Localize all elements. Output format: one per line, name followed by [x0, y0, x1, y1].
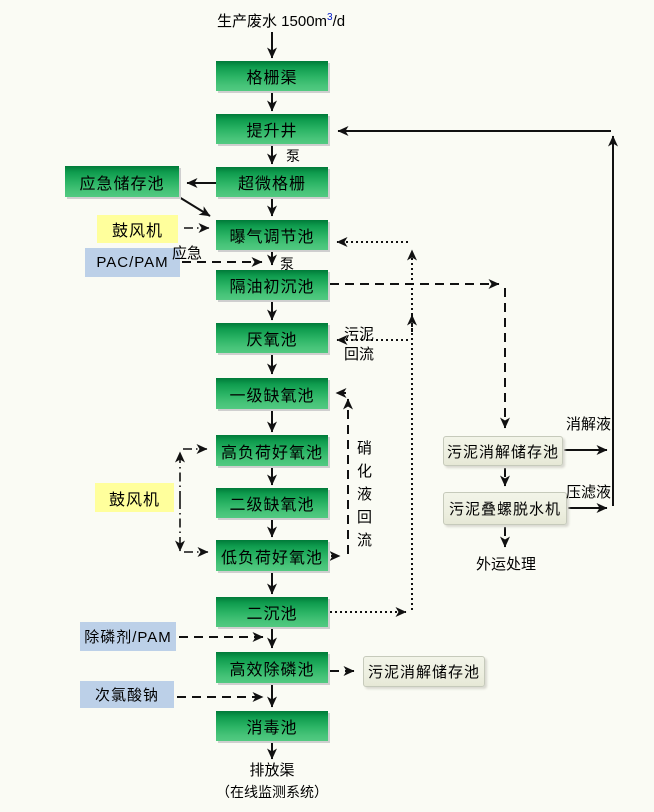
box-blower-bottom: 鼓风机	[95, 483, 174, 512]
box-blower-top: 鼓风机	[97, 215, 178, 243]
box-phosphorus-removal-tank: 高效除磷池	[216, 652, 328, 683]
cubic-superscript: 3	[327, 12, 333, 23]
box-sludge-screw-dewaterer: 污泥叠螺脱水机	[443, 492, 567, 525]
box-sodium-hypochlorite: 次氯酸钠	[80, 681, 174, 708]
box-high-load-aerobic-tank: 高负荷好氧池	[216, 435, 328, 466]
box-ultrafine-screen: 超微格栅	[216, 167, 328, 197]
box-oil-separation-primary-tank: 隔油初沉池	[216, 270, 328, 300]
pump-label-2: 泵	[280, 256, 294, 272]
box-aeration-regulating-tank: 曝气调节池	[216, 220, 328, 250]
emergency-label: 应急	[172, 245, 203, 262]
inflow-label: 生产废水 1500m3/d	[217, 12, 346, 30]
digestate-label: 消解液	[566, 416, 612, 433]
box-phos-agent: 除磷剂/PAM	[80, 622, 176, 651]
sludge-return-label: 污泥回流	[344, 326, 375, 363]
box-sludge-digestion-storage-2: 污泥消解储存池	[363, 656, 485, 687]
box-anaerobic-tank: 厌氧池	[216, 323, 328, 353]
outfall-channel-label: 排放渠	[249, 762, 295, 779]
online-monitoring-label: （在线监测系统）	[216, 784, 328, 800]
box-grid-channel: 格栅渠	[216, 61, 328, 91]
box-first-anoxic-tank: 一级缺氧池	[216, 378, 328, 409]
box-lift-well: 提升井	[216, 114, 328, 144]
box-emergency-storage-tank: 应急储存池	[65, 166, 179, 197]
box-pac-pam: PAC/PAM	[85, 248, 180, 277]
pump-label-1: 泵	[286, 148, 300, 164]
arrow-emergency-to-aeration	[178, 196, 211, 217]
filtrate-label: 压滤液	[566, 484, 612, 501]
box-sludge-digestion-storage: 污泥消解储存池	[443, 436, 563, 466]
box-secondary-clarifier: 二沉池	[216, 597, 328, 627]
box-disinfection-tank: 消毒池	[216, 711, 328, 741]
offsite-disposal-label: 外运处理	[476, 556, 537, 573]
box-low-load-aerobic-tank: 低负荷好氧池	[216, 540, 328, 571]
nitrified-return-label: 硝化液回流	[355, 440, 372, 555]
box-second-anoxic-tank: 二级缺氧池	[216, 488, 328, 518]
